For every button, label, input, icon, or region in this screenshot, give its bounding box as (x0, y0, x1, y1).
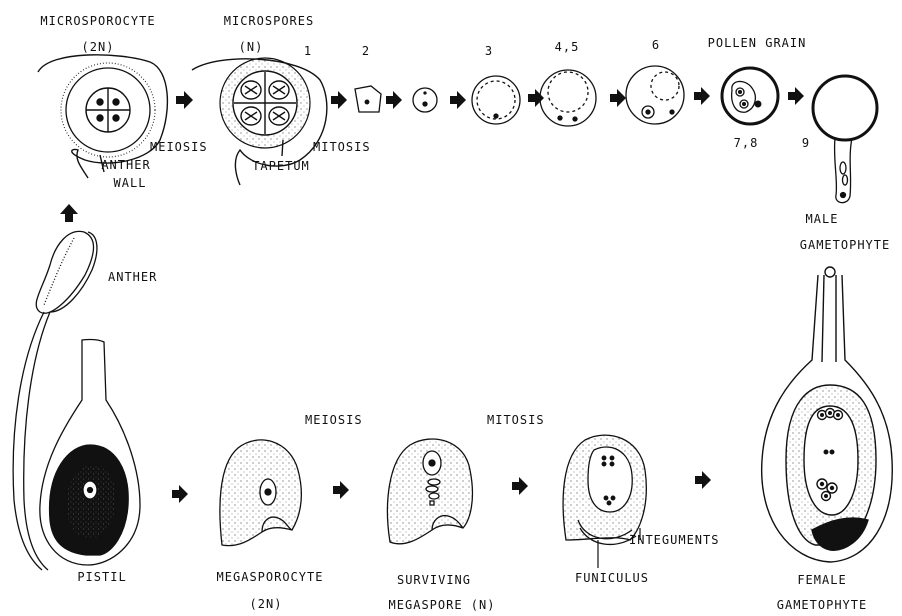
label-megasporocyte: MEGASPOROCYTE (217, 570, 324, 584)
label-pistil: PISTIL (77, 570, 126, 584)
label-step-7-8: 7,8 (734, 136, 759, 150)
label-anther-wall-2: WALL (114, 176, 147, 190)
arrow-right-icon (695, 471, 711, 489)
label-pollen-grain: POLLEN GRAIN (708, 36, 807, 50)
arrow-right-icon (610, 89, 626, 107)
label-male-1: MALE (806, 212, 839, 226)
label-mitosis-top: MITOSIS (313, 140, 371, 154)
label-microsporocyte: MICROSPOROCYTE (40, 14, 155, 28)
label-step-4-5: 4,5 (555, 40, 580, 54)
ovule-with-integuments (563, 435, 646, 568)
arrow-right-icon (176, 91, 193, 109)
label-tapetum: TAPETUM (252, 159, 310, 173)
label-female-1: FEMALE (797, 573, 846, 587)
top-arrows (60, 87, 804, 222)
arrow-right-icon (450, 91, 466, 109)
label-male-2: GAMETOPHYTE (800, 238, 890, 252)
label-step-2: 2 (362, 44, 370, 58)
label-microsporocyte-ploidy: (2N) (82, 40, 115, 54)
megasporocyte-ovule (220, 440, 301, 546)
label-microspores-ploidy: (N) (239, 40, 264, 54)
arrow-right-icon (694, 87, 710, 105)
label-mitosis-bottom: MITOSIS (487, 413, 545, 427)
female-gametophyte-ovary (762, 267, 893, 562)
label-surviving-2: MEGASPORE (N) (389, 598, 496, 612)
label-female-2: GAMETOPHYTE (777, 598, 867, 612)
arrow-right-icon (512, 477, 528, 495)
arrow-right-icon (528, 89, 544, 107)
arrow-right-icon (788, 87, 804, 105)
arrow-right-icon (331, 91, 347, 109)
label-megasporocyte-ploidy: (2N) (250, 597, 283, 611)
arrow-right-icon (386, 91, 402, 109)
arrow-right-icon (333, 481, 349, 499)
label-step-1: 1 (304, 44, 312, 58)
label-microspores: MICROSPORES (224, 14, 314, 28)
label-meiosis-top: MEIOSIS (150, 140, 208, 154)
arrow-up-icon (60, 204, 78, 222)
label-anther-wall-1: ANTHER (101, 158, 150, 172)
label-funiculus: FUNICULUS (575, 571, 649, 585)
label-anther: ANTHER (108, 270, 157, 284)
label-step-9: 9 (802, 136, 810, 150)
pistil (40, 340, 140, 566)
arrow-right-icon (172, 485, 188, 503)
label-step-6: 6 (652, 38, 660, 52)
label-integuments: INTEGUMENTS (629, 533, 719, 547)
label-surviving-1: SURVIVING (397, 573, 471, 587)
label-meiosis-bottom: MEIOSIS (305, 413, 363, 427)
pollen-development-stages (355, 66, 877, 203)
surviving-megaspore-ovule (387, 439, 472, 544)
label-step-3: 3 (485, 44, 493, 58)
